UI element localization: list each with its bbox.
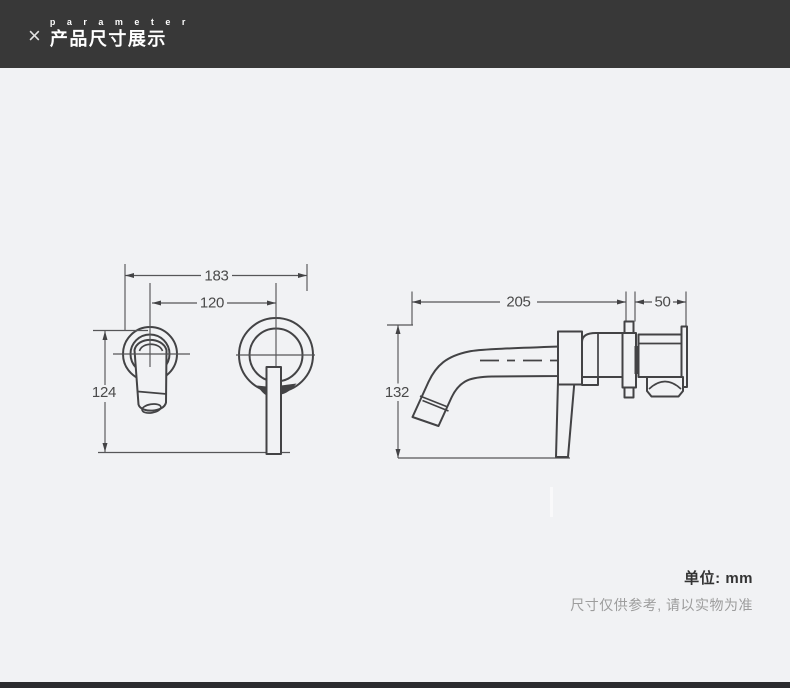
dim-label-124: 124 xyxy=(92,384,116,401)
side-spout-body xyxy=(411,345,561,427)
unit-note: 单位: mm 尺寸仅供参考, 请以实物为准 xyxy=(570,567,753,615)
dim-label-120: 120 xyxy=(200,295,224,312)
bottom-bar xyxy=(0,682,790,688)
side-gasket xyxy=(634,346,640,374)
dim-label-183: 183 xyxy=(204,268,228,285)
close-icon: × xyxy=(28,23,41,48)
side-bottom-fitting-arc xyxy=(648,380,682,390)
side-flange-bottom-tab xyxy=(623,386,635,399)
side-bottom-fitting xyxy=(646,376,684,398)
section-header: × p a r a m e t e r 产品尺寸展示 xyxy=(0,0,790,68)
side-view-drawing: 205 50 132 xyxy=(385,291,688,459)
side-dim-wall-depth: 50 xyxy=(635,294,686,311)
dim-label-50: 50 xyxy=(654,294,670,311)
page-title: 产品尺寸展示 xyxy=(49,29,167,50)
front-dim-hole-spacing: 120 xyxy=(152,295,276,312)
side-valve-body xyxy=(581,332,624,378)
disclaimer-text: 尺寸仅供参考, 请以实物为准 xyxy=(570,597,753,613)
front-spout-bore xyxy=(141,403,162,414)
side-flange-top-tab xyxy=(623,320,635,334)
side-wall-flange xyxy=(621,332,637,389)
side-concealed-body xyxy=(637,333,683,378)
side-dim-height: 132 xyxy=(385,325,409,458)
front-dim-height: 124 xyxy=(92,331,116,452)
front-handle-wing-left xyxy=(257,385,267,396)
side-handle-lever xyxy=(555,380,576,458)
front-centerlines xyxy=(93,264,315,454)
header-title-block: p a r a m e t e r 产品尺寸展示 xyxy=(50,18,190,50)
dim-label-205: 205 xyxy=(506,294,530,311)
side-end-plate xyxy=(680,325,688,388)
watermark-artifact xyxy=(550,487,553,517)
front-handle-lever xyxy=(265,366,282,455)
side-mounting-plate xyxy=(557,330,583,386)
side-valve-body-step xyxy=(581,376,599,386)
front-view-drawing: 183 120 124 xyxy=(92,264,315,455)
side-spout-aerator-lines xyxy=(419,395,449,412)
side-dim-spout-reach: 205 xyxy=(412,294,626,311)
front-spout-inner-rim xyxy=(138,343,164,352)
front-handle-wing-right xyxy=(281,383,297,395)
side-witness-lines xyxy=(387,291,687,459)
front-spout-joint-line xyxy=(137,390,167,395)
header-tagline: p a r a m e t e r xyxy=(49,17,190,28)
front-dim-overall-width: 183 xyxy=(125,268,307,285)
dim-label-132: 132 xyxy=(385,384,409,401)
unit-label: 单位: mm xyxy=(684,570,753,587)
